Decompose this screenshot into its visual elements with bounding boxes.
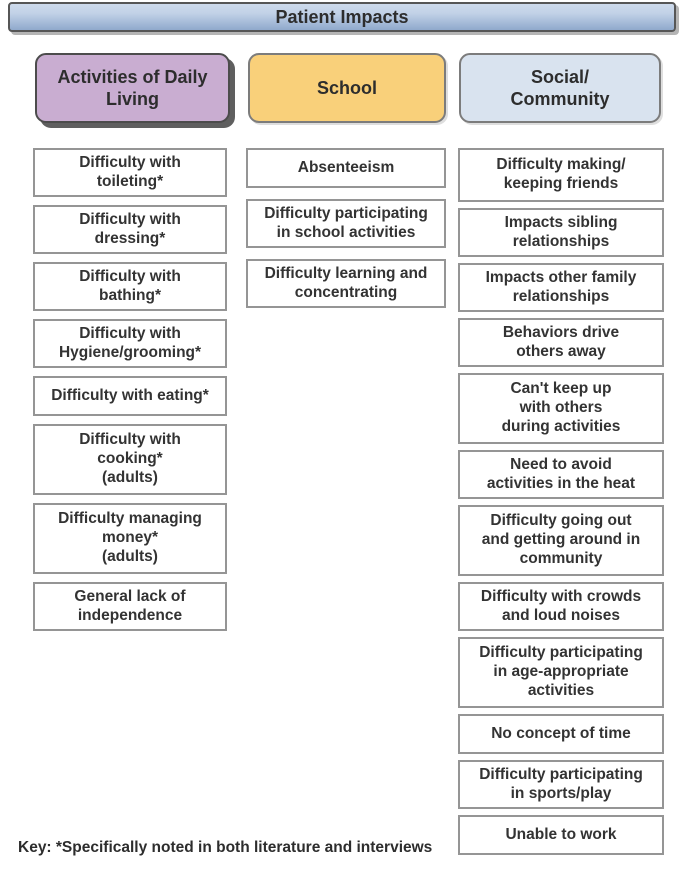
impact-item-lack-of-independence: General lack of independence — [33, 582, 227, 631]
impact-item-avoid-heat: Need to avoid activities in the heat — [458, 450, 664, 499]
title-bar: Patient Impacts — [8, 2, 676, 32]
impact-item-absenteeism: Absenteeism — [246, 148, 446, 188]
category-school: School — [248, 53, 446, 123]
impact-item-dressing: Difficulty with dressing* — [33, 205, 227, 254]
impact-item-crowds-loud-noises: Difficulty with crowds and loud noises — [458, 582, 664, 631]
column-social-community: Difficulty making/ keeping friends Impac… — [458, 148, 664, 855]
impact-item-no-concept-of-time: No concept of time — [458, 714, 664, 754]
impact-item-learning-concentrating: Difficulty learning and concentrating — [246, 259, 446, 308]
impact-item-sibling-relationships: Impacts sibling relationships — [458, 208, 664, 257]
impact-item-behaviors-drive-others-away: Behaviors drive others away — [458, 318, 664, 367]
impact-item-hygiene-grooming: Difficulty with Hygiene/grooming* — [33, 319, 227, 368]
impact-item-family-relationships: Impacts other family relationships — [458, 263, 664, 312]
impact-item-age-appropriate-activities: Difficulty participating in age-appropri… — [458, 637, 664, 708]
category-activities-of-daily-living: Activities of Daily Living — [35, 53, 230, 123]
impact-columns: Difficulty with toileting* Difficulty wi… — [0, 148, 664, 855]
title-label: Patient Impacts — [275, 6, 409, 27]
column-school: Absenteeism Difficulty participating in … — [246, 148, 446, 308]
impact-item-unable-to-work: Unable to work — [458, 815, 664, 855]
impact-item-going-out-community: Difficulty going out and getting around … — [458, 505, 664, 576]
impact-item-cant-keep-up: Can't keep up with others during activit… — [458, 373, 664, 444]
impact-item-making-keeping-friends: Difficulty making/ keeping friends — [458, 148, 664, 202]
impact-item-school-activities: Difficulty participating in school activ… — [246, 199, 446, 248]
category-header-row: Activities of Daily Living School Social… — [0, 53, 661, 123]
column-activities-of-daily-living: Difficulty with toileting* Difficulty wi… — [33, 148, 227, 631]
category-social-community: Social/ Community — [459, 53, 661, 123]
impact-item-managing-money: Difficulty managing money* (adults) — [33, 503, 227, 574]
impact-item-sports-play: Difficulty participating in sports/play — [458, 760, 664, 809]
impact-item-bathing: Difficulty with bathing* — [33, 262, 227, 311]
impact-item-eating: Difficulty with eating* — [33, 376, 227, 416]
impact-item-cooking: Difficulty with cooking* (adults) — [33, 424, 227, 495]
impact-item-toileting: Difficulty with toileting* — [33, 148, 227, 197]
key-note: Key: *Specifically noted in both literat… — [18, 839, 433, 856]
